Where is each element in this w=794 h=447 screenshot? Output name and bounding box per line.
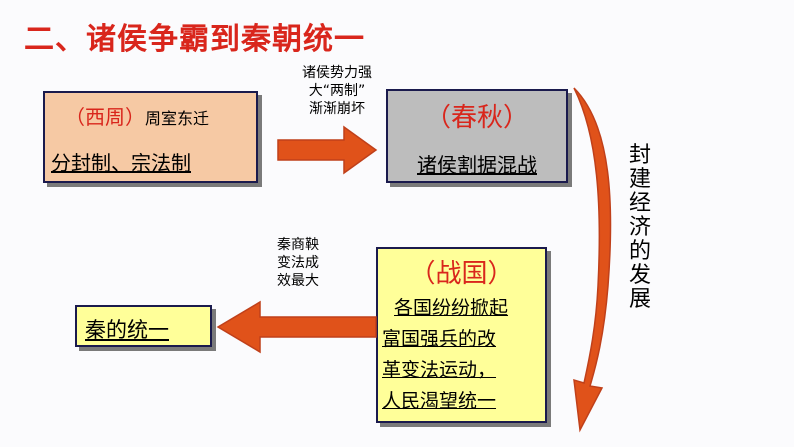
slide-title: 二、诸侯争霸到秦朝统一 [24, 22, 365, 57]
qin-box: 秦的统一 [75, 305, 212, 347]
side-label: 封 建 经 济 的 发 展 [628, 144, 652, 312]
zhanguo-line: 各国纷纷掀起 [394, 297, 509, 319]
chunqiu-body: 诸侯割据混战 [417, 153, 537, 177]
note-left-line: 效最大 [277, 273, 319, 289]
note-top-line: 大“两制” [308, 83, 366, 99]
xizhou-box: （西周）周室东迁 分封制、宗法制 [43, 91, 258, 183]
xizhou-body: 分封制、宗法制 [51, 151, 191, 175]
qin-body: 秦的统一 [85, 318, 169, 342]
note-top-line: 渐渐崩坏 [309, 101, 365, 117]
zhanguo-line: 革变法运动， [382, 359, 497, 381]
note-top: 诸侯势力强 大“两制” 渐渐崩坏 [282, 64, 392, 118]
note-left-line: 秦商鞅 [277, 237, 319, 253]
side-label-char: 展 [628, 287, 651, 312]
chunqiu-box: （春秋） 诸侯割据混战 [386, 89, 568, 183]
note-top-line: 诸侯势力强 [302, 65, 372, 81]
zhanguo-era: （战国） [409, 259, 514, 289]
zhanguo-body: 各国纷纷掀起 富国强兵的改 革变法运动， 人民渴望统一 [382, 293, 508, 417]
xizhou-era: （西周） [65, 105, 145, 129]
side-label-char: 封 [628, 143, 651, 168]
left-arrow-icon [216, 300, 377, 354]
xizhou-desc: 周室东迁 [145, 109, 210, 128]
side-label-char: 济 [628, 215, 651, 240]
xizhou-header: （西周）周室东迁 [65, 101, 209, 130]
side-label-char: 经 [628, 191, 651, 216]
side-label-char: 的 [628, 239, 651, 264]
right-arrow-icon [277, 125, 378, 175]
zhanguo-box: （战国） 各国纷纷掀起 富国强兵的改 革变法运动， 人民渴望统一 [376, 247, 547, 423]
note-left: 秦商鞅 变法成 效最大 [258, 236, 338, 290]
zhanguo-line: 人民渴望统一 [382, 390, 497, 412]
side-label-char: 发 [628, 263, 651, 288]
chunqiu-era: （春秋） [424, 103, 529, 133]
note-left-line: 变法成 [277, 255, 319, 271]
zhanguo-line: 富国强兵的改 [382, 328, 497, 350]
curved-down-arrow-icon [573, 87, 612, 433]
side-label-char: 建 [628, 167, 651, 192]
